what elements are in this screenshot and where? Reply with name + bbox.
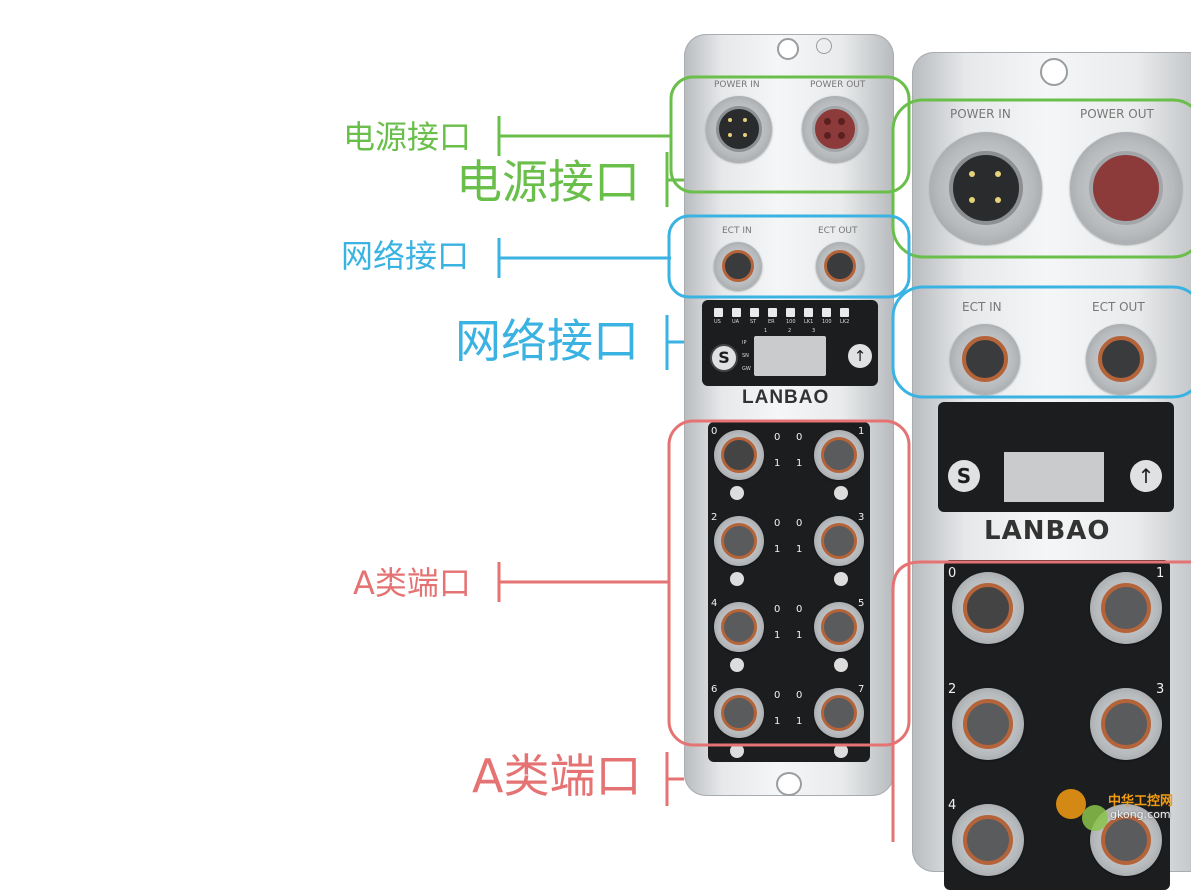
ground-icon <box>730 744 744 758</box>
port-connector-1 <box>1090 572 1162 644</box>
port-connector-1 <box>814 430 864 480</box>
port-number: 5 <box>858 598 865 609</box>
port-number: 1 <box>858 426 865 437</box>
port-connector-4 <box>714 602 764 652</box>
status-panel: US UA ST ER 100 LK1 100 LK2 1 2 3 IP SN … <box>702 300 878 386</box>
s-button[interactable]: S <box>948 460 980 492</box>
power-in-connector <box>930 132 1042 244</box>
power-in-connector <box>706 96 772 162</box>
led-label: 100 <box>786 319 796 325</box>
led-label: 100 <box>822 319 832 325</box>
led-label: LK1 <box>804 319 814 325</box>
ect-out-tag: ECT OUT <box>818 226 858 236</box>
led-label: LK2 <box>840 319 850 325</box>
ground-icon <box>730 658 744 672</box>
port-number: 4 <box>711 598 718 609</box>
callout-overlay <box>497 75 1191 842</box>
mounting-hole <box>1040 58 1068 86</box>
port-connector-2 <box>714 516 764 566</box>
power-out-connector <box>1070 132 1182 244</box>
status-panel: S ↑ <box>938 402 1174 512</box>
power-out-tag: POWER OUT <box>810 80 866 90</box>
s-button[interactable]: S <box>710 344 738 372</box>
port-number: 7 <box>858 684 865 695</box>
port-connector-0 <box>952 572 1024 644</box>
lcd-display <box>1004 452 1104 502</box>
brand-logo: LANBAO <box>984 516 1111 546</box>
ect-out-tag: ECT OUT <box>1092 300 1145 314</box>
io-module-large: POWER IN POWER OUT ECT IN ECT OUT S ↑ LA… <box>912 52 1191 890</box>
ect-in-connector <box>714 242 762 290</box>
porta-label-large: A类端口 <box>472 749 642 803</box>
ect-out-connector <box>816 242 864 290</box>
watermark-gear-icon <box>1056 789 1086 819</box>
ground-icon <box>834 572 848 586</box>
port-connector-7 <box>814 688 864 738</box>
port-number: 3 <box>858 512 865 523</box>
ground-icon <box>816 38 832 54</box>
ect-out-connector <box>1086 324 1156 394</box>
port-number: 6 <box>711 684 718 695</box>
up-arrow-button[interactable]: ↑ <box>1130 460 1162 492</box>
watermark-gear-icon <box>1082 805 1108 831</box>
power-in-tag: POWER IN <box>950 107 1011 121</box>
ect-in-tag: ECT IN <box>722 226 752 236</box>
ect-in-tag: ECT IN <box>962 300 1002 314</box>
power-label-large: 电源接口 <box>456 155 640 209</box>
network-label-small: 网络接口 <box>341 237 470 275</box>
brand-logo: LANBAO <box>742 387 830 408</box>
watermark-text: 中华工控网 <box>1108 794 1174 809</box>
led-label: US <box>714 319 721 325</box>
port-connector-6 <box>714 688 764 738</box>
lcd-display <box>754 336 826 376</box>
port-connector-3 <box>814 516 864 566</box>
io-module-small: POWER IN POWER OUT ECT IN ECT OUT US UA … <box>684 34 894 796</box>
ground-icon <box>834 486 848 500</box>
mounting-hole <box>776 772 802 796</box>
port-panel: 0 1 2 3 4 5 6 7 0 1 0 1 0 1 0 1 0 1 0 1 … <box>708 422 870 762</box>
power-out-connector <box>802 96 868 162</box>
power-in-tag: POWER IN <box>714 80 760 90</box>
port-connector-0 <box>714 430 764 480</box>
power-label-small: 电源接口 <box>343 118 472 156</box>
porta-callout <box>497 419 1191 842</box>
port-number: 0 <box>711 426 718 437</box>
ground-icon <box>730 572 744 586</box>
port-connector-5 <box>814 602 864 652</box>
ground-icon <box>834 744 848 758</box>
watermark-domain: gkong.com <box>1110 808 1171 821</box>
led-label: ER <box>768 319 775 325</box>
led-label: ST <box>750 319 757 325</box>
led-label: UA <box>732 319 740 325</box>
port-number: 2 <box>711 512 718 523</box>
power-out-tag: POWER OUT <box>1080 107 1154 121</box>
port-connector-3 <box>1090 688 1162 760</box>
ect-in-connector <box>950 324 1020 394</box>
network-label-large: 网络接口 <box>455 314 639 368</box>
port-connector-2 <box>952 688 1024 760</box>
ground-icon <box>834 658 848 672</box>
network-callout <box>497 214 1191 399</box>
porta-label-small: A类端口 <box>353 564 471 602</box>
mounting-hole <box>777 38 799 60</box>
power-callout <box>497 75 1191 259</box>
ground-icon <box>730 486 744 500</box>
up-arrow-button[interactable]: ↑ <box>848 344 872 368</box>
port-panel: 0 1 2 3 4 <box>944 560 1170 890</box>
